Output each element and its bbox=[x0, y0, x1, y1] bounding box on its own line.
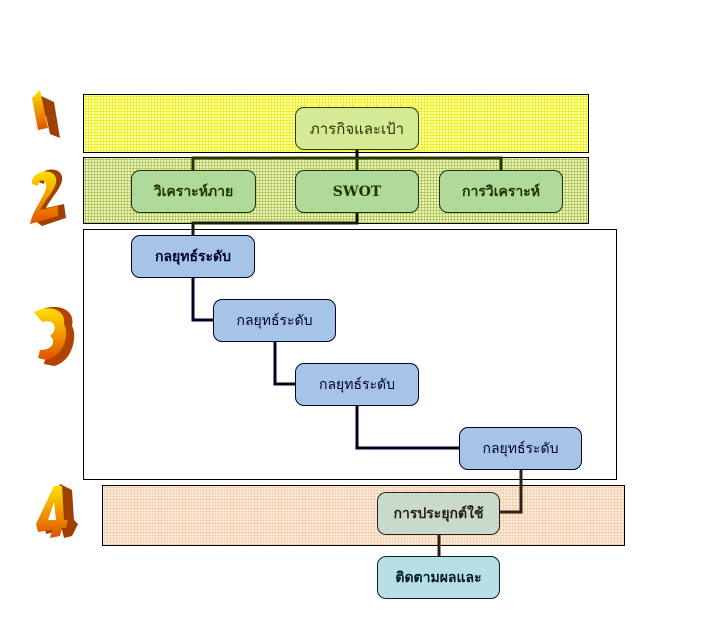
step-number-1-icon bbox=[32, 90, 60, 138]
swot-label: SWOT bbox=[332, 183, 382, 200]
strategy-level-2-label: กลยุทธ์ระดับ bbox=[236, 312, 313, 329]
stage-4-band bbox=[102, 485, 625, 546]
mission-goals-node[interactable]: ภารกิจและเป้า bbox=[295, 107, 419, 150]
strategy-level-1-label: กลยุทธ์ระดับ bbox=[154, 248, 232, 265]
external-analysis-node[interactable]: การวิเคราะห์ bbox=[439, 170, 563, 213]
strategy-level-4-label: กลยุทธ์ระดับ bbox=[482, 440, 559, 457]
strategy-level-1-node[interactable]: กลยุทธ์ระดับ bbox=[131, 235, 255, 278]
internal-analysis-node[interactable]: วิเคราะห์ภาย bbox=[131, 170, 256, 213]
external-analysis-label: การวิเคราะห์ bbox=[462, 183, 540, 200]
swot-node[interactable]: SWOT bbox=[295, 170, 419, 213]
implementation-label: การประยุกต์ใช้ bbox=[393, 505, 484, 522]
implementation-node[interactable]: การประยุกต์ใช้ bbox=[377, 492, 500, 535]
strategy-level-3-node[interactable]: กลยุทธ์ระดับ bbox=[295, 363, 419, 406]
step-number-4-icon bbox=[36, 484, 78, 538]
follow-up-node[interactable]: ติดตามผลและ bbox=[377, 556, 500, 599]
mission-goals-label: ภารกิจและเป้า bbox=[309, 119, 405, 138]
strategy-level-4-node[interactable]: กลยุทธ์ระดับ bbox=[459, 427, 582, 470]
step-number-2-icon bbox=[30, 169, 66, 226]
strategy-level-3-label: กลยุทธ์ระดับ bbox=[318, 376, 396, 393]
internal-analysis-label: วิเคราะห์ภาย bbox=[153, 183, 234, 200]
follow-up-label: ติดตามผลและ bbox=[395, 569, 482, 586]
step-number-3-icon bbox=[34, 306, 75, 366]
strategy-level-2-node[interactable]: กลยุทธ์ระดับ bbox=[213, 299, 336, 342]
